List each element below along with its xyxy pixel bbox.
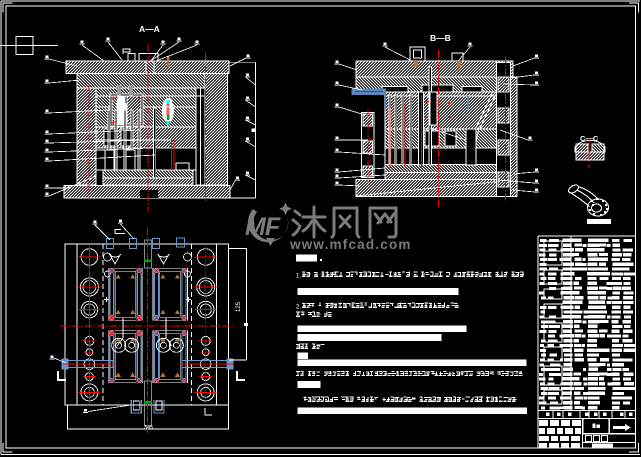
svg-text:2.: 2. xyxy=(296,305,301,311)
svg-text:A—A: A—A xyxy=(139,24,160,34)
svg-text:125: 125 xyxy=(236,301,242,312)
svg-text:B—B: B—B xyxy=(430,33,451,43)
svg-text:345: 345 xyxy=(144,425,153,431)
svg-text:MF: MF xyxy=(245,213,281,241)
svg-text:www.mfcad.com: www.mfcad.com xyxy=(289,237,412,252)
svg-text:1.: 1. xyxy=(296,274,301,280)
svg-text:C—C: C—C xyxy=(580,134,599,143)
